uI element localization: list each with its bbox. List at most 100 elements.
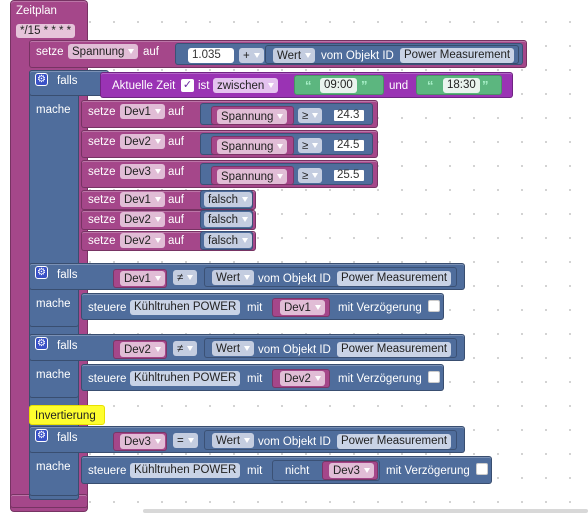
- number-field[interactable]: 1.035: [188, 48, 234, 63]
- gear-icon[interactable]: ⚙: [35, 429, 48, 442]
- wert-dropdown[interactable]: Wert: [273, 48, 316, 63]
- threshold-field[interactable]: 25.5: [332, 168, 366, 183]
- chevron-down-icon: [312, 113, 319, 118]
- checkbox-icon[interactable]: ✓: [181, 79, 194, 92]
- set-label: setze: [88, 166, 116, 178]
- compare-op-dropdown[interactable]: ≠: [173, 341, 198, 356]
- wert-dropdown[interactable]: Wert: [212, 270, 255, 285]
- quote-close-icon: ”: [361, 78, 368, 93]
- horizontal-scrollbar[interactable]: [143, 509, 588, 513]
- falls-label: falls: [57, 432, 78, 444]
- auf-label: auf: [168, 194, 184, 206]
- threshold-field[interactable]: 24.3: [332, 108, 366, 123]
- chevron-down-icon: [154, 347, 161, 352]
- time-end-field[interactable]: 18:30: [443, 78, 480, 93]
- chevron-down-icon: [154, 139, 161, 144]
- delay-checkbox[interactable]: [428, 371, 440, 383]
- chevron-down-icon: [187, 346, 194, 351]
- set-label: setze: [88, 194, 116, 206]
- mache-label: mache: [36, 369, 71, 381]
- spannung-dropdown[interactable]: Spannung: [217, 169, 288, 184]
- object-id-field[interactable]: Power Measurement: [400, 48, 515, 63]
- control-target-field[interactable]: Kühltruhen POWER: [130, 371, 241, 386]
- dev-arg-dropdown[interactable]: Dev1: [280, 300, 325, 315]
- mit-label: mit: [247, 465, 263, 477]
- bool-dropdown[interactable]: falsch: [204, 192, 253, 207]
- chevron-down-icon: [314, 376, 321, 381]
- chevron-down-icon: [187, 438, 194, 443]
- dev-dropdown[interactable]: Dev1: [120, 271, 165, 286]
- between-dropdown[interactable]: zwischen: [213, 78, 279, 93]
- object-id-field[interactable]: Power Measurement: [337, 271, 452, 286]
- dev-arg-dropdown[interactable]: Dev3: [329, 463, 374, 478]
- delay-checkbox[interactable]: [476, 463, 488, 475]
- chevron-down-icon: [154, 169, 161, 174]
- falls-label: falls: [57, 340, 78, 352]
- bool-dropdown[interactable]: falsch: [204, 233, 253, 248]
- gear-icon[interactable]: ⚙: [35, 337, 48, 350]
- time-start-field[interactable]: 09:00: [320, 78, 357, 93]
- control-target-field[interactable]: Kühltruhen POWER: [130, 300, 241, 315]
- chevron-down-icon: [314, 305, 321, 310]
- steuere-label: steuere: [88, 302, 127, 314]
- compare-op-dropdown[interactable]: ≥: [298, 138, 323, 153]
- auf-label: auf: [168, 106, 184, 118]
- wert-dropdown[interactable]: Wert: [212, 341, 255, 356]
- control-target-field[interactable]: Kühltruhen POWER: [130, 463, 241, 478]
- compare-op-dropdown[interactable]: ≠: [173, 270, 198, 285]
- chevron-down-icon: [277, 144, 284, 149]
- operator-dropdown[interactable]: +: [239, 48, 264, 63]
- dev-var-dropdown[interactable]: Dev1: [120, 192, 165, 207]
- chevron-down-icon: [187, 275, 194, 280]
- dev-var-dropdown[interactable]: Dev1: [120, 104, 165, 119]
- dev-dropdown[interactable]: Dev2: [120, 342, 165, 357]
- comment-block[interactable]: [29, 405, 105, 425]
- chevron-down-icon: [312, 143, 319, 148]
- object-id-field[interactable]: Power Measurement: [337, 342, 452, 357]
- chevron-down-icon: [277, 174, 284, 179]
- chevron-down-icon: [242, 217, 249, 222]
- set-label: setze: [88, 106, 116, 118]
- gear-icon[interactable]: ⚙: [35, 73, 48, 86]
- ist-label: ist: [198, 80, 210, 92]
- cron-field[interactable]: */15 * * * *: [16, 24, 76, 38]
- bool-dropdown[interactable]: falsch: [204, 212, 253, 227]
- chevron-down-icon: [154, 217, 161, 222]
- compare-op-dropdown[interactable]: =: [173, 433, 198, 448]
- delay-label: mit Verzögerung: [338, 373, 422, 385]
- steuere-label: steuere: [88, 373, 127, 385]
- nicht-label: nicht: [285, 465, 310, 477]
- auf-label: auf: [168, 214, 184, 226]
- compare-op-dropdown[interactable]: ≥: [298, 108, 323, 123]
- dev-var-dropdown[interactable]: Dev2: [120, 134, 165, 149]
- chevron-down-icon: [244, 275, 251, 280]
- delay-label: mit Verzögerung: [386, 465, 470, 477]
- chevron-down-icon: [244, 438, 251, 443]
- dev-dropdown[interactable]: Dev3: [120, 434, 165, 449]
- spannung-var-dropdown[interactable]: Spannung: [68, 44, 139, 59]
- wert-dropdown[interactable]: Wert: [212, 433, 255, 448]
- object-id-field[interactable]: Power Measurement: [337, 434, 452, 449]
- threshold-field[interactable]: 24.5: [332, 138, 366, 153]
- compare-op-dropdown[interactable]: ≥: [298, 168, 323, 183]
- chevron-down-icon: [154, 439, 161, 444]
- quote-close-icon: ”: [482, 78, 489, 93]
- dev-var-dropdown[interactable]: Dev2: [120, 233, 165, 248]
- vom-objekt-label: vom Objekt ID: [258, 273, 331, 285]
- dev-var-dropdown[interactable]: Dev2: [120, 212, 165, 227]
- delay-checkbox[interactable]: [428, 300, 440, 312]
- chevron-down-icon: [305, 53, 312, 58]
- chevron-down-icon: [154, 197, 161, 202]
- dev-var-dropdown[interactable]: Dev3: [120, 164, 165, 179]
- spannung-dropdown[interactable]: Spannung: [217, 139, 288, 154]
- set-label: setze: [88, 235, 116, 247]
- spannung-dropdown[interactable]: Spannung: [217, 109, 288, 124]
- chevron-down-icon: [277, 114, 284, 119]
- schedule-title: Zeitplan: [16, 5, 57, 17]
- chevron-down-icon: [242, 197, 249, 202]
- gear-icon[interactable]: ⚙: [35, 266, 48, 279]
- und-label: und: [389, 80, 409, 92]
- dev-arg-dropdown[interactable]: Dev2: [280, 371, 325, 386]
- mit-label: mit: [247, 302, 263, 314]
- chevron-down-icon: [363, 468, 370, 473]
